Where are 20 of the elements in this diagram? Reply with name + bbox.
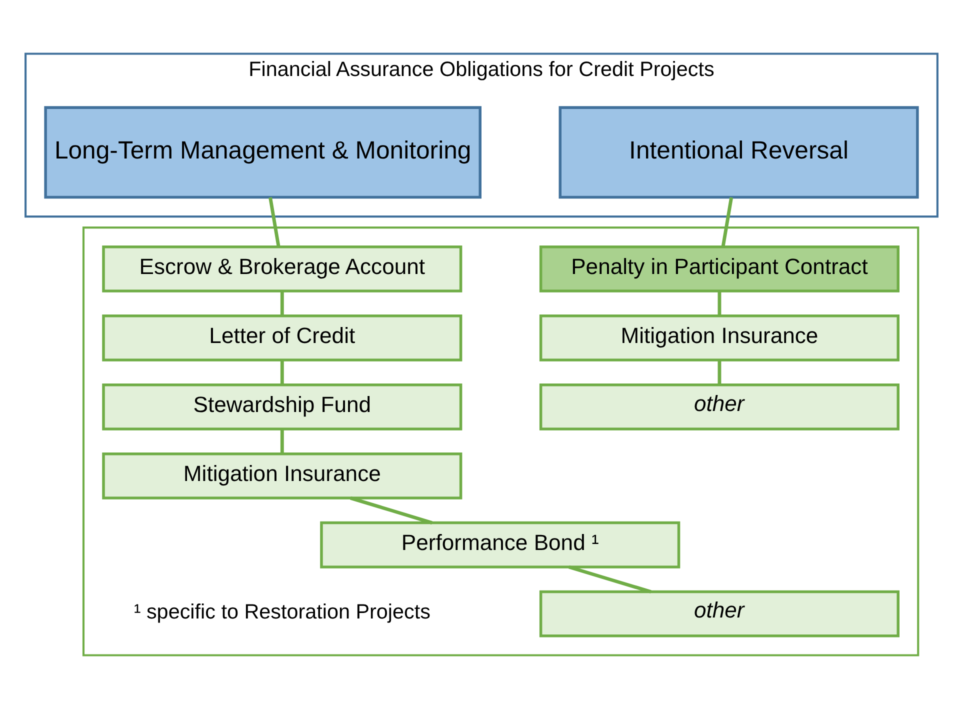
node-box: Escrow & Brokerage Account	[102, 245, 462, 292]
connector	[717, 290, 721, 316]
node-box: Stewardship Fund	[102, 382, 462, 430]
connector	[280, 290, 284, 316]
node-box: Letter of Credit	[102, 314, 462, 361]
node-box: other	[538, 382, 899, 430]
node-box: Penalty in Participant Contract	[538, 245, 899, 292]
connector	[268, 196, 280, 246]
cluster	[82, 226, 919, 656]
node-box: Mitigation Insurance	[538, 314, 899, 361]
node-box: Intentional Reversal	[558, 106, 918, 198]
connector	[280, 428, 284, 453]
node-box: other	[538, 590, 899, 637]
node-box: Performance Bond ¹	[320, 520, 680, 568]
connector	[720, 196, 733, 246]
connector	[717, 360, 721, 384]
node-box: Long-Term Management & Monitoring	[44, 106, 481, 198]
connector	[280, 360, 284, 384]
node-box: Mitigation Insurance	[102, 452, 462, 499]
label: ¹ specific to Restoration Projects	[133, 600, 430, 624]
